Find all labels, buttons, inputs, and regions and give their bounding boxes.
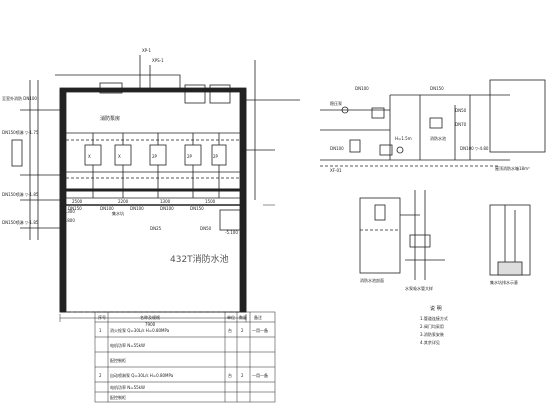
- note-4: 4.其余详见: [420, 339, 440, 345]
- wall-right: [239, 89, 247, 313]
- label-elev-3: -5.100: [225, 230, 238, 235]
- td-1-1: 电机功率 N=55kW: [110, 342, 145, 348]
- td-2-1: 配控制柜: [110, 357, 126, 363]
- td-3-2: 台: [228, 372, 232, 378]
- note-3: 3.消防泵安装: [420, 331, 444, 337]
- td-3-0: 2: [99, 373, 102, 378]
- tank-top-1: [184, 84, 206, 104]
- label-dn100-2: DN100: [130, 206, 144, 211]
- label-xp2: XPS-1: [152, 58, 164, 63]
- equipment-table-grid: [94, 311, 276, 403]
- label-col-2: 2200: [118, 199, 129, 204]
- label-col-3: 1300: [160, 199, 171, 204]
- label-det-2: 水泵吸水管大样: [405, 285, 433, 291]
- detail-section-2: [405, 190, 445, 280]
- wall-left: [59, 89, 67, 313]
- note-2: 2.阀门均采用: [420, 323, 444, 329]
- label-dn100-3: DN100: [160, 206, 174, 211]
- label-r-elev: DN100 ▽-4.80: [460, 146, 489, 151]
- detail-section-1: [359, 197, 420, 274]
- tank-top-3: [99, 82, 123, 94]
- th-no: 序号: [98, 314, 106, 320]
- td-0-2: 台: [228, 327, 232, 333]
- th-name: 名称及规格: [140, 314, 160, 320]
- label-dn150b: DN150: [190, 206, 204, 211]
- label-det-3: 集水坑排水示意: [490, 279, 518, 285]
- label-col-4: 1500: [205, 199, 216, 204]
- label-pump-3: 2P: [152, 154, 158, 159]
- th-qty: 数量: [239, 314, 247, 320]
- note-1: 1.管道连接方式: [420, 315, 448, 321]
- td-3-4: 一用一备: [252, 372, 268, 378]
- label-collecting-well: 集水坑: [112, 210, 124, 216]
- label-left-4: 至室外消防 DN100: [2, 95, 37, 101]
- td-0-4: 一用一备: [252, 327, 268, 333]
- valve-box: [11, 139, 23, 167]
- label-pump-4: 2P: [187, 154, 193, 159]
- label-pump-1: X: [88, 154, 91, 159]
- label-elev-2: -4.800: [62, 218, 75, 223]
- label-left-2: DN150喷淋 ▽-1.85: [2, 191, 39, 197]
- td-3-3: 2: [241, 373, 244, 378]
- label-dn50: DN50: [200, 226, 212, 231]
- td-0-3: 2: [241, 328, 244, 333]
- label-xp1: XP-1: [142, 48, 152, 53]
- label-r-dn70: DN70: [455, 122, 467, 127]
- label-pump-5: 2P: [213, 154, 219, 159]
- label-left-3: DN150喷淋 ▽-1.85: [2, 219, 39, 225]
- td-0-0: 1: [99, 328, 102, 333]
- label-r-pump: XF-01: [330, 168, 342, 173]
- pump-room-outline: [59, 89, 247, 313]
- label-r-note-3: H=1.5m: [395, 136, 412, 141]
- label-col-1: 2500: [72, 199, 83, 204]
- wall-top: [59, 87, 247, 93]
- label-pump-room: 消防泵房: [100, 115, 120, 122]
- label-r-dn100: DN100: [355, 86, 369, 91]
- detail-section-3: [489, 204, 531, 276]
- label-dn25: DN25: [150, 226, 162, 231]
- td-3-1: 自动喷淋泵 Q=30L/s H=0.80MPa: [110, 372, 174, 378]
- label-r-note-1: 稳压泵: [330, 100, 342, 106]
- pipe-top: [55, 74, 181, 90]
- th-unit: 单位: [227, 314, 235, 320]
- label-elev-1: -0.300: [62, 209, 75, 214]
- td-4-1: 电机功率 N=55kW: [110, 384, 145, 390]
- label-det-1: 消防水池剖面: [360, 277, 384, 283]
- label-width: 7900: [145, 322, 156, 327]
- notes-title: 说 明: [430, 305, 442, 312]
- th-note: 备注: [254, 314, 262, 320]
- label-left-1: DN150喷淋 ▽-1.75: [2, 129, 39, 135]
- system-schematic: [320, 79, 546, 167]
- tank-top-2: [209, 84, 231, 104]
- pump-group: [84, 133, 227, 198]
- td-5-1: 配控制柜: [110, 394, 126, 400]
- label-r-dn50: DN50: [455, 108, 467, 113]
- label-pump-2: X: [118, 154, 121, 159]
- collecting-well: [219, 209, 241, 231]
- label-r-tank: 屋顶消防水箱18m³: [495, 165, 530, 171]
- label-r-note-2: 消防水池: [430, 135, 446, 141]
- label-dn150: DN150: [68, 206, 82, 211]
- label-dn100-1: DN100: [100, 206, 114, 211]
- label-r-bottom: DN100: [330, 146, 344, 151]
- label-water-tank: 432T消防水池: [170, 253, 229, 265]
- td-0-1: 消火栓泵 Q=30L/s H=0.80MPa: [110, 327, 170, 333]
- label-r-dn150: DN150: [430, 86, 444, 91]
